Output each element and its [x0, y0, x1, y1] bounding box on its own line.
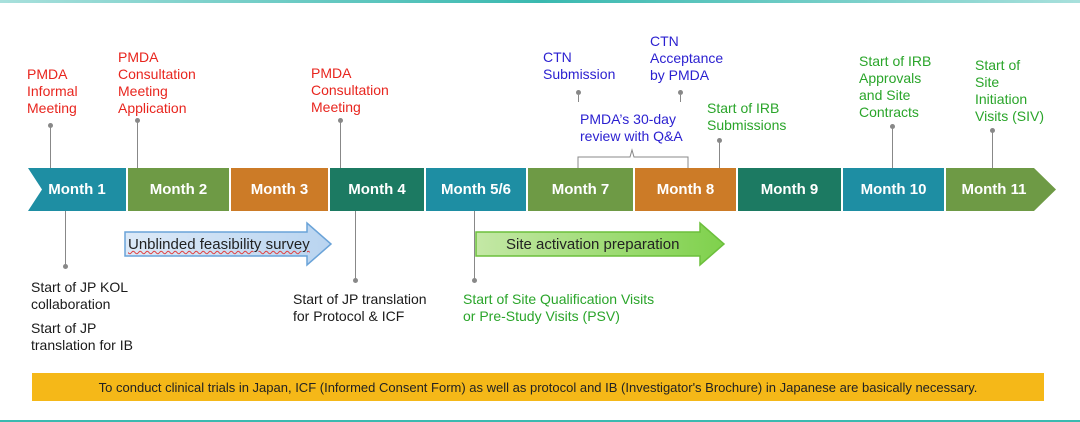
pmda-consultation-application-label: PMDA Consultation Meeting Application: [118, 49, 196, 116]
connector-line: [474, 211, 475, 280]
month-9-segment: Month 9: [738, 168, 841, 211]
month-1-segment: Month 1: [28, 168, 126, 211]
connector-line: [992, 130, 993, 168]
top-accent-line: [0, 0, 1080, 3]
jp-translation-ib-label: Start of JP translation for IB: [31, 320, 133, 353]
month-label: Month 1: [48, 181, 106, 198]
connector-dot: [576, 90, 581, 95]
month-label: Month 8: [656, 181, 715, 198]
connector-dot: [135, 118, 140, 123]
connector-dot: [678, 90, 683, 95]
month-label: Month 10: [860, 181, 927, 198]
month-5-6-segment: Month 5/6: [426, 168, 526, 211]
connector-dot: [48, 123, 53, 128]
month-11-segment: Month 11: [946, 168, 1056, 211]
month-label: Month 2: [149, 181, 208, 198]
connector-line: [578, 95, 579, 102]
month-10-segment: Month 10: [843, 168, 944, 211]
pmda-consultation-meeting-label: PMDA Consultation Meeting: [311, 65, 389, 115]
jp-translation-protocol-icf-label: Start of JP translation for Protocol & I…: [293, 291, 427, 324]
month-label: Month 5/6: [441, 181, 511, 198]
month-7-segment: Month 7: [528, 168, 633, 211]
feasibility-arrow: [124, 221, 333, 267]
connector-dot: [890, 124, 895, 129]
requirement-banner: To conduct clinical trials in Japan, ICF…: [32, 373, 1044, 401]
connector-line: [340, 120, 341, 168]
ctn-acceptance-label: CTN Acceptance by PMDA: [650, 33, 724, 83]
month-label: Month 7: [551, 181, 610, 198]
month-label: Month 4: [348, 181, 406, 198]
bottom-accent-line: [0, 420, 1080, 422]
connector-line: [719, 140, 720, 168]
connector-dot: [717, 138, 722, 143]
pmda-informal-meeting-label: PMDA Informal Meeting: [27, 66, 78, 116]
connector-line: [355, 211, 356, 280]
ctn-submission-label: CTN Submission: [543, 49, 616, 82]
irb-submissions-label: Start of IRB Submissions: [707, 100, 787, 133]
connector-dot: [338, 118, 343, 123]
site-activation-arrow: [475, 221, 726, 267]
month-label: Month 9: [760, 181, 819, 198]
connector-dot: [990, 128, 995, 133]
connector-line: [137, 120, 138, 168]
connector-line: [892, 126, 893, 168]
month-3-segment: Month 3: [231, 168, 328, 211]
connector-line: [65, 211, 66, 266]
month-4-segment: Month 4: [330, 168, 424, 211]
month-8-segment: Month 8: [635, 168, 736, 211]
month-2-segment: Month 2: [128, 168, 229, 211]
pmda-review-label: PMDA’s 30-day review with Q&A: [580, 111, 683, 144]
siv-label: Start of Site Initiation Visits (SIV): [975, 57, 1044, 124]
site-activation-label: Site activation preparation: [506, 236, 680, 253]
month-label: Month 11: [961, 181, 1027, 198]
psv-label: Start of Site Qualification Visits or Pr…: [463, 291, 655, 324]
feasibility-survey-label: Unblinded feasibility survey: [128, 236, 310, 253]
month-label: Month 3: [250, 181, 309, 198]
connector-line: [680, 95, 681, 102]
connector-dot: [63, 264, 68, 269]
connector-dot: [472, 278, 477, 283]
jp-kol-collaboration-label: Start of JP KOL collaboration: [31, 279, 129, 312]
connector-dot: [353, 278, 358, 283]
connector-line: [50, 125, 51, 168]
irb-approvals-label: Start of IRB Approvals and Site Contract…: [859, 53, 932, 120]
